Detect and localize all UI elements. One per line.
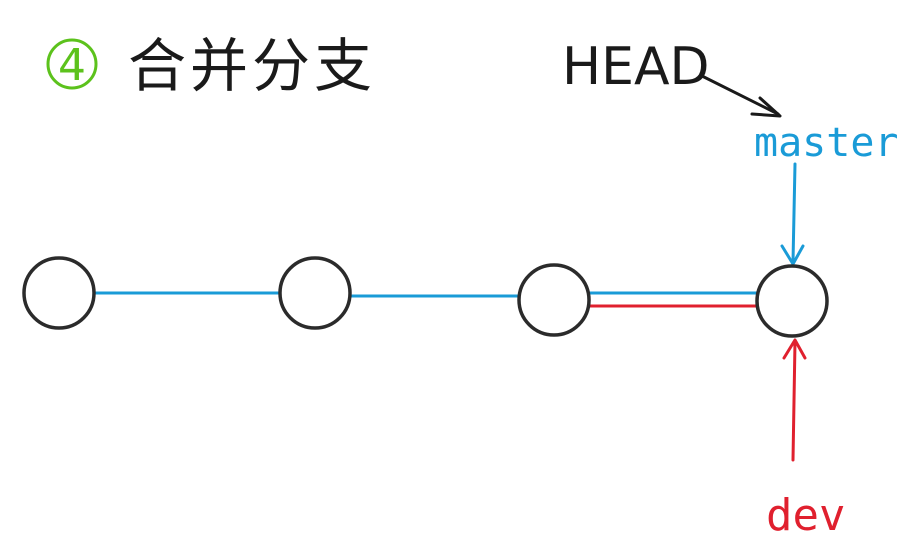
master-arrow [780,162,805,266]
master-label: master [754,120,899,166]
commit-node [517,263,591,337]
master-arrow-head [780,244,805,266]
master-arrow-shaft [791,162,797,264]
diagram-title-text: 合并分支 [128,32,376,100]
commit-node [755,264,829,338]
step-number: 4 [58,40,86,91]
commit-node [22,256,96,330]
head-arrow-shaft [700,74,780,116]
dev-arrow [782,338,807,462]
step-number-circle [46,38,98,90]
head-arrow [700,74,782,118]
diagram-title: 4 合并分支 [46,32,376,100]
commit-node [278,256,352,330]
head-label: HEAD [562,37,710,97]
commit-links [95,291,758,308]
dev-label: dev [766,490,845,541]
head-arrow-head [750,96,782,118]
commit-nodes [22,256,829,338]
dev-arrow-head [782,338,807,360]
dev-arrow-shaft [791,340,797,462]
